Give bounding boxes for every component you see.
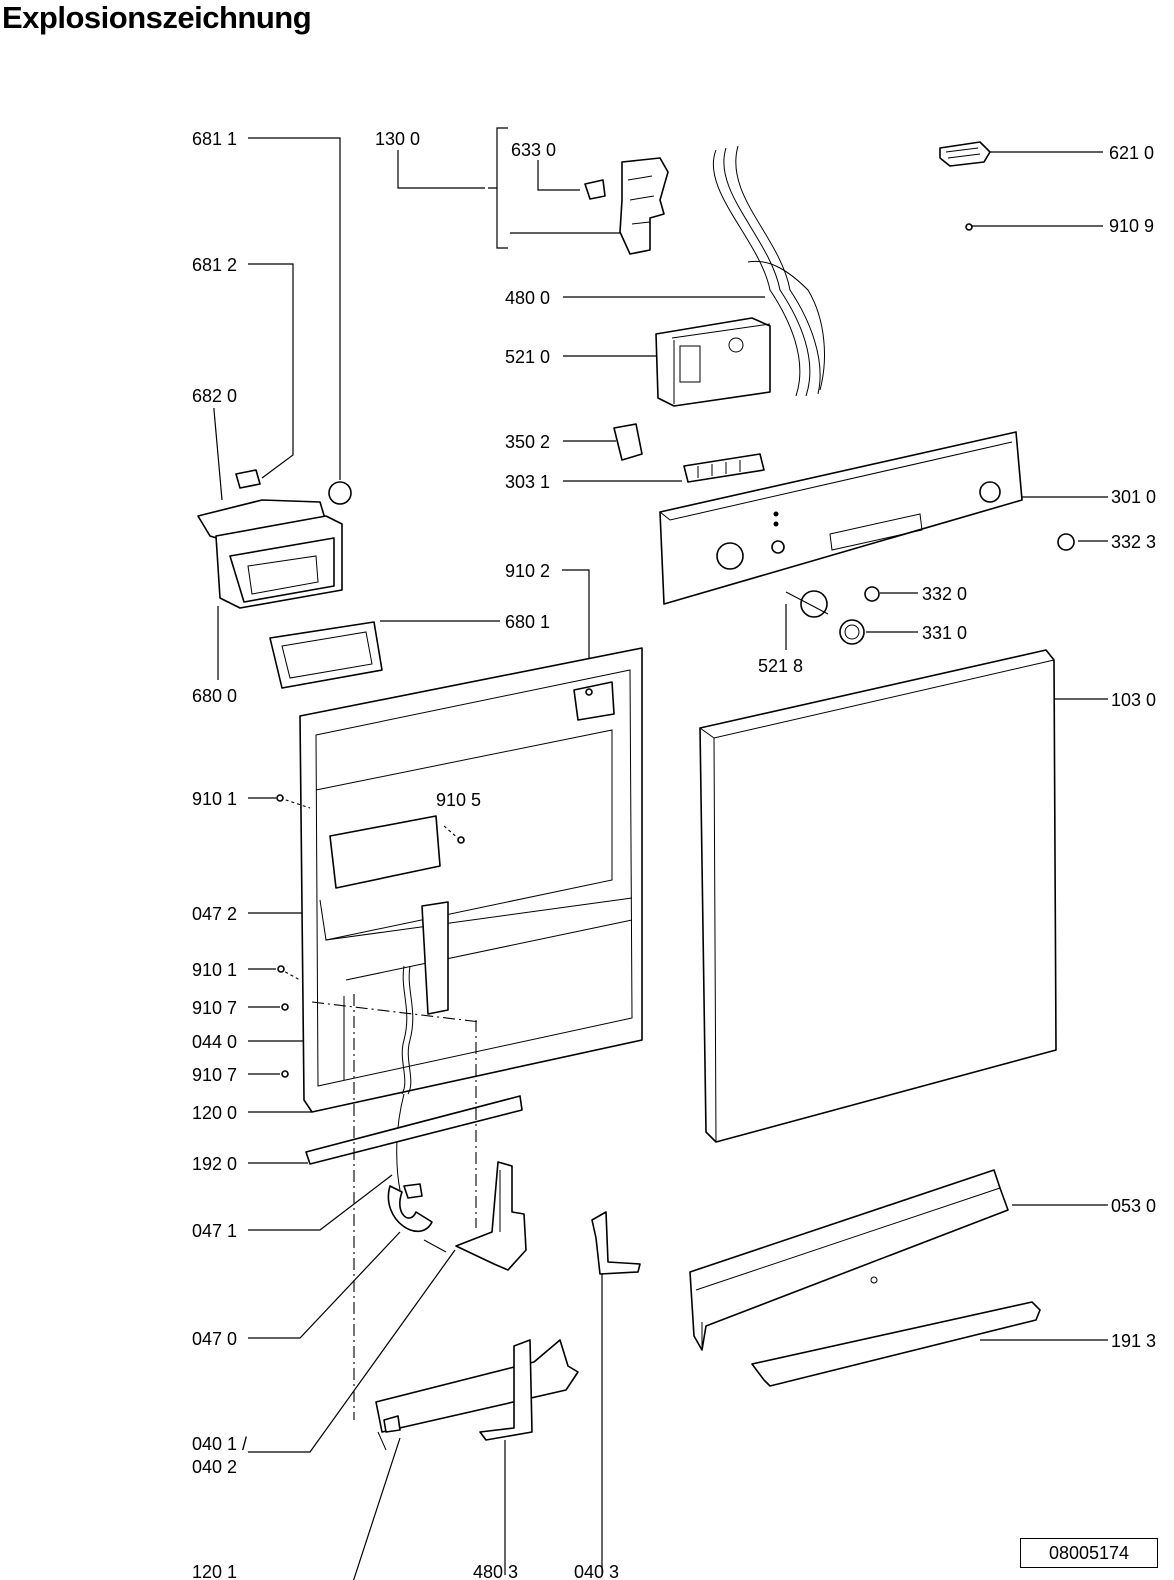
assembly-guide-lines — [279, 797, 481, 1420]
knob-part — [839, 533, 1075, 645]
part-label: 120 0 — [192, 1103, 237, 1123]
button-strip-part — [683, 453, 765, 483]
part-label: 681 1 — [192, 129, 237, 149]
part-label: 681 2 — [192, 255, 237, 275]
door-seal-strip-part — [305, 1095, 523, 1165]
part-label: 192 0 — [192, 1154, 237, 1174]
kickplate-rail-part — [689, 1169, 1009, 1351]
part-label: 053 0 — [1111, 1196, 1156, 1216]
part-label: 047 0 — [192, 1329, 237, 1349]
part-label: 120 1 — [192, 1562, 237, 1580]
part-label: 303 1 — [505, 472, 550, 492]
round-cap-part — [328, 481, 352, 505]
bottom-bracket-part — [591, 1211, 641, 1275]
part-label: 350 2 — [505, 432, 550, 452]
part-label: 480 3 — [473, 1562, 518, 1580]
part-label: 910 1 — [192, 960, 237, 980]
part-label: 910 1 — [192, 789, 237, 809]
part-label: 680 0 — [192, 686, 237, 706]
inner-door-part — [299, 647, 643, 1113]
part-label: 130 0 — [375, 129, 420, 149]
button-holder-part — [613, 423, 643, 461]
screw-part — [965, 223, 973, 231]
part-label: 521 8 — [758, 656, 803, 676]
part-label: 910 7 — [192, 1065, 237, 1085]
lower-panel-part — [375, 1339, 579, 1451]
part-label: 910 2 — [505, 561, 550, 581]
outer-door-part — [699, 649, 1057, 1143]
part-label: 682 0 — [192, 386, 237, 406]
page-title: Explosionszeichnung — [2, 0, 312, 35]
part-labels: 681 1 130 0 633 0 621 0 910 9 681 2 480 … — [192, 129, 1156, 1580]
part-label: 480 0 — [505, 288, 550, 308]
part-label: 910 5 — [436, 790, 481, 810]
part-label: 910 9 — [1109, 216, 1154, 236]
part-label: 910 7 — [192, 998, 237, 1018]
part-label: 044 0 — [192, 1032, 237, 1052]
part-label: 040 3 — [574, 1562, 619, 1580]
part-label: 521 0 — [505, 347, 550, 367]
part-label: 332 3 — [1111, 532, 1156, 552]
part-label: 332 0 — [922, 584, 967, 604]
hinge-spring-part — [387, 965, 447, 1253]
part-label: 191 3 — [1111, 1331, 1156, 1351]
part-label: 680 1 — [505, 612, 550, 632]
part-label: 331 0 — [922, 623, 967, 643]
door-lock-part — [584, 157, 669, 255]
document-number: 08005174 — [1020, 1538, 1158, 1568]
part-label: 633 0 — [511, 140, 556, 160]
screw-part — [276, 688, 593, 1078]
bottom-seal-strip-part — [751, 1301, 1041, 1387]
part-label: 621 0 — [1109, 143, 1154, 163]
wire-harness-part — [712, 145, 825, 397]
control-panel-part — [659, 431, 1023, 605]
control-module-part — [655, 317, 771, 407]
part-label: 040 1 / — [192, 1434, 247, 1454]
connector-part — [939, 141, 991, 167]
hinge-bracket-part — [455, 1161, 527, 1271]
part-label: 301 0 — [1111, 487, 1156, 507]
selector-part — [785, 590, 829, 618]
part-label: 047 2 — [192, 904, 237, 924]
detergent-dispenser-part — [197, 469, 343, 609]
part-label: 103 0 — [1111, 690, 1156, 710]
part-label: 040 2 — [192, 1457, 237, 1477]
part-label: 047 1 — [192, 1221, 237, 1241]
dispenser-gasket-part — [269, 621, 383, 689]
